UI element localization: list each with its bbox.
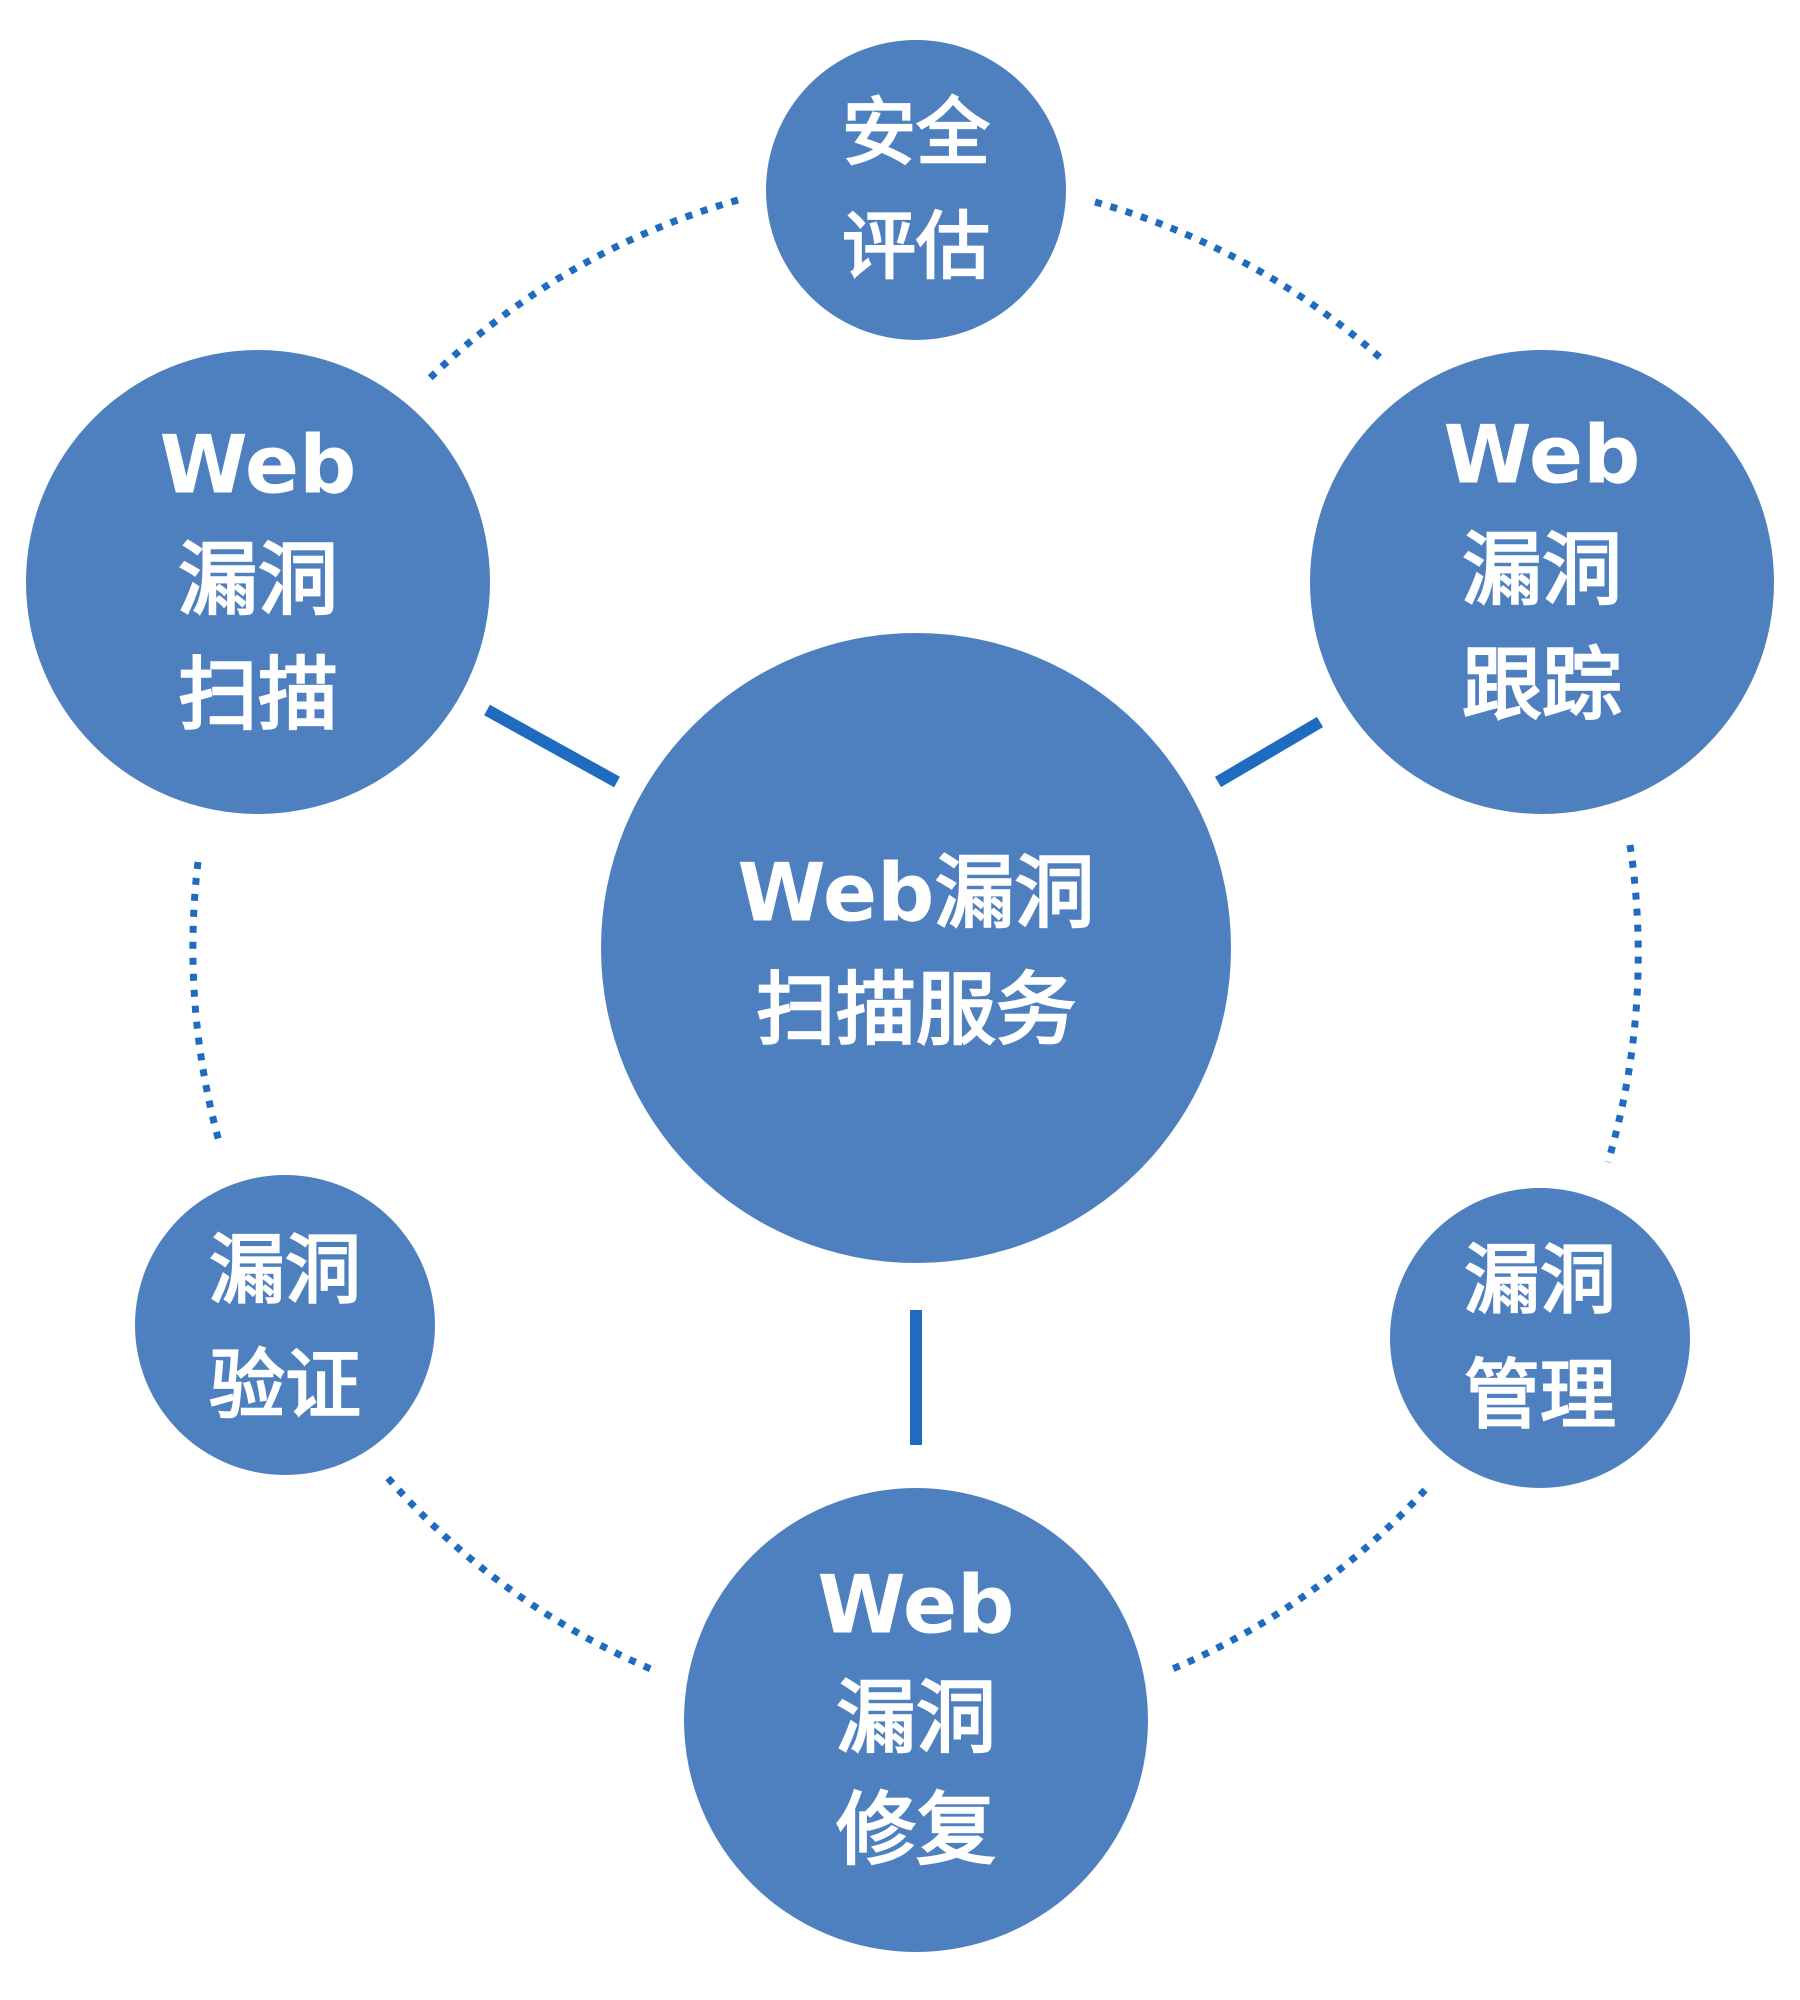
node-label-line-1: 漏洞 xyxy=(209,1226,361,1315)
node-label-line-1: Web xyxy=(160,419,357,512)
center-circle xyxy=(601,633,1231,1263)
node-circle xyxy=(135,1175,435,1475)
node-vuln-management: 漏洞 管理 xyxy=(1390,1188,1690,1488)
node-label-line-3: 扫描 xyxy=(178,649,338,742)
dotted-arc-verification-to-repair xyxy=(385,1475,660,1676)
node-security-assessment: 安全 评估 xyxy=(766,40,1066,340)
node-center-service: Web漏洞 扫描服务 xyxy=(601,633,1231,1263)
node-vuln-scan: Web 漏洞 扫描 xyxy=(26,350,490,814)
dotted-arc-management-to-repair xyxy=(1168,1487,1428,1674)
node-circle xyxy=(1310,350,1774,814)
solid-spoke-to-tracking xyxy=(1214,716,1324,788)
node-circle xyxy=(766,40,1066,340)
node-circle xyxy=(1390,1188,1690,1488)
node-label-line-2: 漏洞 xyxy=(836,1672,996,1765)
node-label-line-1: 安全 xyxy=(842,90,991,176)
solid-spoke-to-scan xyxy=(484,704,620,788)
dotted-arc-assessment-to-scan xyxy=(427,196,739,381)
node-vuln-repair: Web 漏洞 修复 xyxy=(684,1488,1148,1952)
center-label-line-1: Web漏洞 xyxy=(738,847,1095,940)
node-label-line-3: 跟踪 xyxy=(1462,639,1622,732)
node-label-line-2: 漏洞 xyxy=(1462,524,1622,617)
dotted-arc-scan-to-verification xyxy=(189,861,224,1146)
node-circle xyxy=(684,1488,1148,1952)
node-vuln-verification: 漏洞 验证 xyxy=(135,1175,435,1475)
dotted-arc-assessment-to-tracking xyxy=(1094,198,1388,365)
node-label-line-1: Web xyxy=(1444,409,1641,502)
center-label-line-2: 扫描服务 xyxy=(756,964,1076,1057)
solid-spokes xyxy=(484,704,1324,1445)
node-label-line-3: 修复 xyxy=(836,1784,996,1877)
node-circle xyxy=(26,350,490,814)
node-label-line-2: 管理 xyxy=(1464,1351,1616,1440)
node-vuln-tracking: Web 漏洞 跟踪 xyxy=(1310,350,1774,814)
node-label-line-2: 评估 xyxy=(842,204,990,290)
node-label-line-1: Web xyxy=(818,1559,1015,1652)
node-label-line-2: 验证 xyxy=(209,1341,361,1430)
dotted-ring xyxy=(189,196,1642,1676)
node-label-line-2: 漏洞 xyxy=(178,534,338,627)
node-label-line-1: 漏洞 xyxy=(1464,1236,1616,1325)
dotted-arc-tracking-to-management xyxy=(1604,844,1642,1163)
